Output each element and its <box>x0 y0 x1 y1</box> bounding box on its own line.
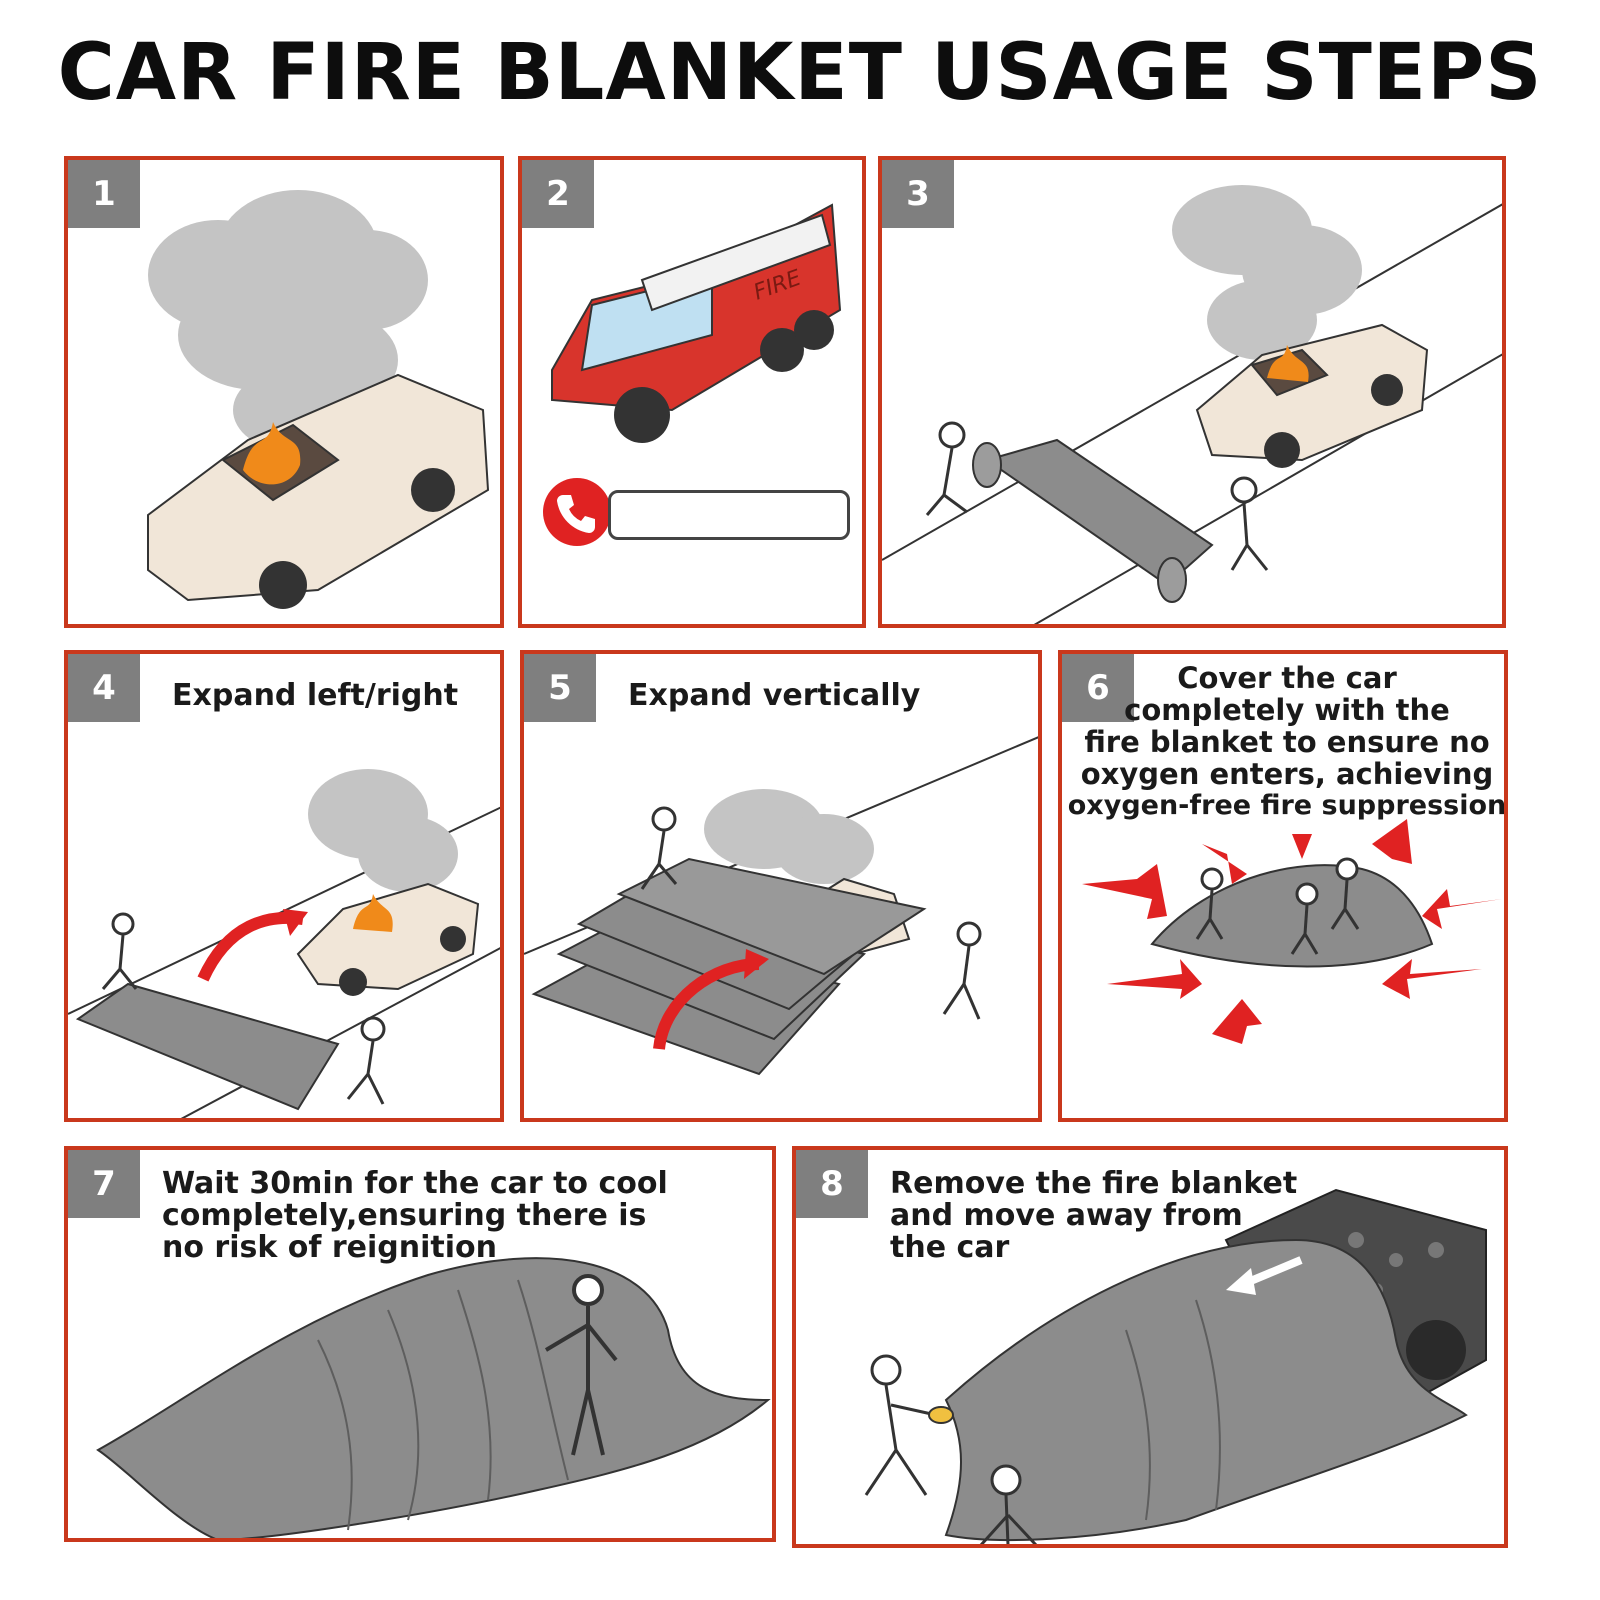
caption-line: no risk of reignition <box>162 1230 497 1265</box>
caption-line: oxygen enters, achieving <box>1080 757 1494 791</box>
person-icon <box>925 421 968 516</box>
person-icon <box>942 921 982 1020</box>
burning-car-icon <box>1195 323 1429 468</box>
burning-car-icon <box>296 882 480 996</box>
caption-line: completely with the <box>1124 693 1450 727</box>
person-icon <box>346 1016 386 1105</box>
page-title: CAR FIRE BLANKET USAGE STEPS <box>57 28 1543 118</box>
person-icon <box>864 1354 937 1496</box>
step-number-badge: 4 <box>68 654 140 722</box>
step-caption: Expand left/right <box>172 678 459 713</box>
smoke-icon <box>704 789 874 884</box>
fire-blanket <box>96 1257 771 1538</box>
fire-blanket <box>75 982 340 1111</box>
phone-icon <box>543 478 611 546</box>
burning-car-icon <box>147 373 490 609</box>
caption-line: completely,ensuring there is <box>162 1198 647 1233</box>
person-icon <box>544 1274 618 1456</box>
step-number-badge: 8 <box>796 1150 868 1218</box>
phone-number-field <box>608 490 850 540</box>
step-4-panel: 4 Expand left/right <box>64 650 504 1122</box>
caption-line: fire blanket to ensure no <box>1084 725 1490 759</box>
step-number-badge: 6 <box>1062 654 1134 722</box>
burning-car-illustration <box>147 190 490 609</box>
caption-line: oxygen-free fire suppression <box>1067 790 1507 821</box>
smoke-icon <box>1172 185 1362 360</box>
step-number-badge: 5 <box>524 654 596 722</box>
caption-line: Remove the fire blanket <box>890 1166 1298 1201</box>
cover-car-illustration <box>1082 819 1502 1044</box>
caption-line: Cover the car <box>1177 661 1397 695</box>
fire-truck-illustration: FIRE <box>543 203 842 546</box>
person-icon <box>1195 867 1224 940</box>
step-2-panel: FIRE 2 <box>518 156 866 628</box>
step-number-badge: 3 <box>882 160 954 228</box>
fire-blanket <box>1150 864 1434 968</box>
unroll-blanket-illustration <box>882 185 1502 624</box>
person-icon <box>1230 476 1269 571</box>
step-7-panel: 7 Wait 30min for the car to cool complet… <box>64 1146 776 1542</box>
person-icon <box>640 806 678 890</box>
blanket-roll <box>972 438 1214 603</box>
person-icon <box>1330 857 1360 930</box>
step-8-panel: 8 Remove the fire blanket and move away … <box>792 1146 1508 1548</box>
step-3-panel: 3 <box>878 156 1506 628</box>
step-caption: Remove the fire blanket and move away fr… <box>890 1168 1297 1264</box>
fire-truck-icon: FIRE <box>551 203 842 443</box>
wait-cool-illustration <box>96 1257 771 1538</box>
fire-blanket <box>944 1238 1468 1541</box>
arrow-icon <box>653 958 760 1050</box>
step-caption: Cover the car completely with the fire b… <box>1062 661 1507 822</box>
remove-blanket-illustration <box>864 1188 1487 1544</box>
person-icon <box>1290 882 1319 955</box>
person-icon <box>101 912 138 990</box>
step-1-panel: 1 <box>64 156 504 628</box>
smoke-icon <box>308 769 458 892</box>
step-caption: Expand vertically <box>628 678 921 713</box>
arrow-icon <box>1082 819 1502 1044</box>
caption-line: Wait 30min for the car to cool <box>162 1166 668 1201</box>
step-5-panel: 5 Expand vertically <box>520 650 1042 1122</box>
caption-line: and move away from <box>890 1198 1243 1233</box>
step-caption: Wait 30min for the car to cool completel… <box>162 1168 668 1264</box>
step-6-panel: 6 Cover the car completely with the fire… <box>1058 650 1508 1122</box>
step-number-badge: 2 <box>522 160 594 228</box>
expand-vertically-illustration <box>524 736 1038 1076</box>
caption-line: the car <box>890 1230 1010 1265</box>
step-number-badge: 7 <box>68 1150 140 1218</box>
expand-left-right-illustration <box>68 769 500 1118</box>
person-icon <box>979 1464 1038 1544</box>
step-number-badge: 1 <box>68 160 140 228</box>
